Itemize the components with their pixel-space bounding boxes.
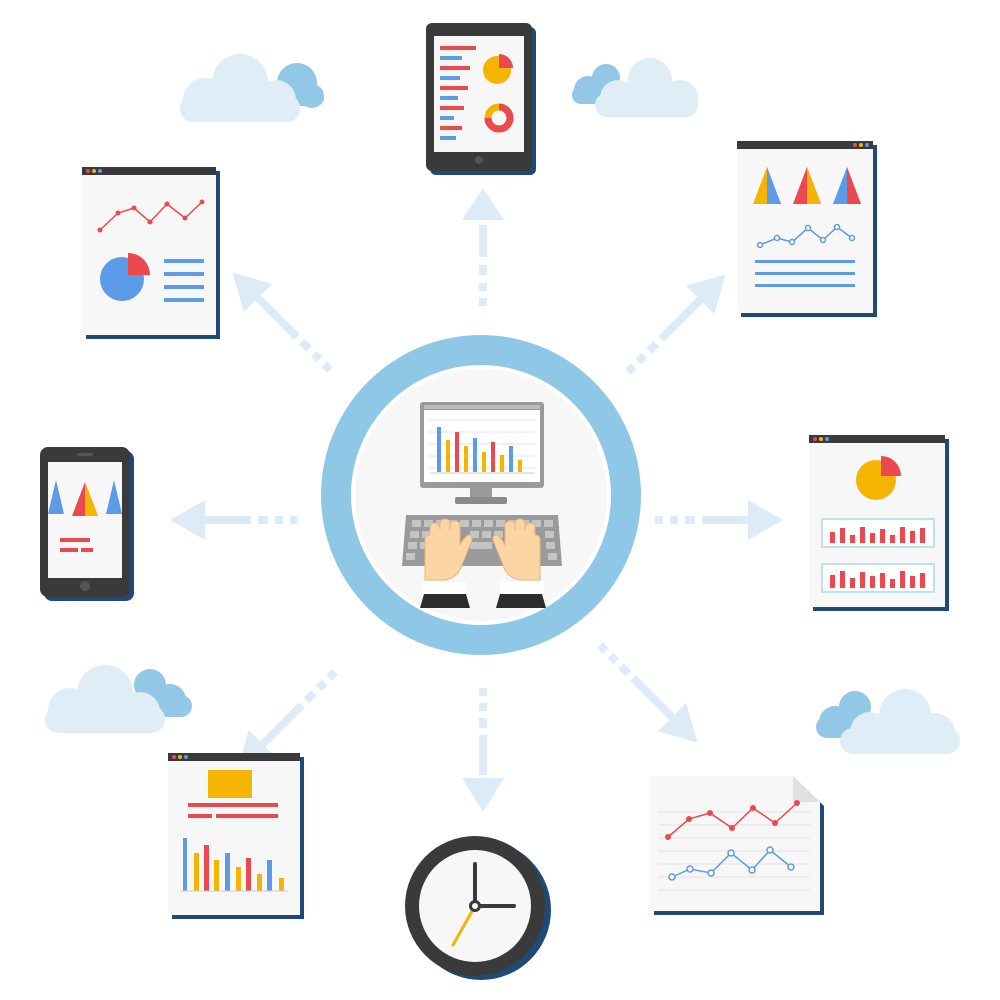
- cloud-bottom-left: [45, 665, 192, 733]
- cloud-top-right: [572, 58, 698, 117]
- donut-chart-icon: [484, 103, 514, 133]
- report-pie-bars: [809, 435, 949, 611]
- document-line-chart: [650, 776, 824, 915]
- report-line-pie: [82, 167, 220, 339]
- smartphone-chart: [40, 447, 134, 601]
- clock-icon: [405, 836, 551, 980]
- arrow-up: [462, 188, 504, 306]
- cloud-bottom-right: [816, 689, 960, 754]
- monitor-icon: [420, 402, 544, 504]
- pie-chart-icon: [483, 54, 513, 84]
- cloud-top-left: [180, 54, 324, 122]
- arrow-down: [462, 688, 504, 812]
- arrows: [170, 188, 783, 812]
- center-computer-user: [321, 335, 641, 655]
- arrow-up-left: [232, 272, 333, 373]
- arrow-up-right: [625, 274, 726, 375]
- tablet-dashboard: [426, 23, 536, 175]
- arrow-left: [170, 500, 298, 540]
- hands-icon: [420, 518, 546, 608]
- report-triangle-chart: [737, 141, 877, 317]
- arrow-right: [655, 500, 783, 540]
- report-bar-chart: [168, 753, 304, 919]
- arrow-down-right: [597, 642, 698, 743]
